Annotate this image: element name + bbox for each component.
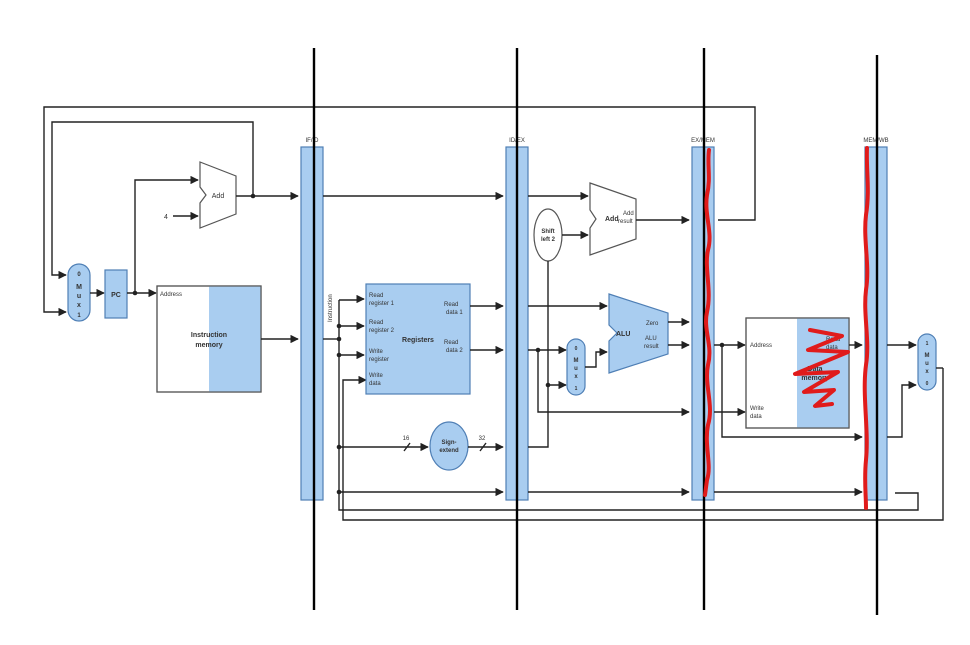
data-memory-address-label: Address (750, 343, 772, 349)
red-annotations (703, 146, 870, 510)
data-memory-read-data-label-b: data (826, 345, 838, 351)
adder-branch-label: Add (605, 216, 619, 223)
mux-pc: 0 M u x 1 (67, 263, 91, 322)
red-line-mem-wb (862, 146, 870, 510)
mux-pc-label-u: u (77, 293, 81, 300)
mux-alu-label-u: u (574, 366, 578, 372)
read-register-1-label-a: Read (369, 293, 383, 299)
mux-wb-label-1: 1 (926, 341, 929, 347)
sixteen-bit-label: 16 (403, 436, 410, 442)
mux-wb-label-0: 0 (926, 381, 929, 387)
mux-alu-label-0: 0 (575, 346, 578, 352)
mux-pc-label-m: M (76, 284, 82, 291)
mux-pc-label-0: 0 (77, 272, 81, 278)
data-memory-label-b: memory (801, 375, 828, 382)
registers-title: Registers (402, 337, 434, 344)
data-memory-write-data-label-b: data (750, 414, 762, 420)
write-register-label-b: register (369, 357, 389, 363)
alu-zero-label: Zero (646, 321, 659, 327)
stage-divider-lines (312, 48, 879, 615)
const-four-label: 4 (164, 214, 168, 221)
write-register-label-a: Write (369, 349, 384, 355)
adder-pc-label: Add (212, 193, 225, 200)
mux-write-back: 1 M u x 0 (917, 333, 937, 391)
mux-pc-label-1: 1 (77, 313, 81, 319)
shift-left-2-unit: Shift left 2 (533, 208, 563, 262)
read-data-2-label-b: data 2 (446, 348, 463, 354)
sign-extend-label-a: Sign- (442, 440, 457, 446)
alu-label: ALU (616, 331, 630, 338)
read-data-1-label-a: Read (444, 302, 458, 308)
instruction-memory-label-2: memory (195, 342, 222, 349)
mux-alu-src: 0 M u x 1 (566, 338, 586, 396)
adder-branch: Add Add result (589, 182, 637, 256)
red-scribble-data-memory (793, 328, 850, 408)
instruction-memory: Address Instruction memory (156, 285, 262, 393)
register-write-data-label-b: data (369, 381, 381, 387)
if-id-label: IF/ID (306, 138, 320, 144)
shift-left-2-label-a: Shift (541, 229, 554, 235)
alu-result-label-a: ALU (645, 336, 657, 342)
red-line-ex-mem (703, 148, 712, 497)
adder-pc: Add (199, 161, 237, 229)
thirty-two-bit-label: 32 (479, 436, 486, 442)
mux-wb-label-u: u (925, 361, 929, 367)
add-result-label-b: result (618, 219, 633, 225)
instruction-bus (323, 294, 504, 497)
pc-register: PC (104, 269, 128, 319)
register-file: Read register 1 Read register 2 Write re… (365, 283, 471, 395)
data-memory-write-data-label-a: Write (750, 406, 765, 412)
feedback-wires (43, 106, 944, 521)
mux-alu-label-1: 1 (575, 386, 578, 392)
instruction-memory-label-1: Instruction (191, 332, 227, 339)
read-register-2-label-b: register 2 (369, 328, 395, 334)
mux-pc-label-x: x (77, 302, 81, 309)
mux-alu-label-x: x (574, 374, 578, 380)
read-register-2-label-a: Read (369, 320, 383, 326)
shift-left-2-label-b: left 2 (541, 237, 556, 243)
sign-extend-unit: Sign- extend (429, 421, 469, 471)
alu-result-label-b: result (644, 344, 659, 350)
read-data-1-label-b: data 1 (446, 310, 463, 316)
register-write-data-label-a: Write (369, 373, 384, 379)
mux-wb-label-m: M (925, 353, 930, 359)
instruction-bus-label: Instruction (328, 294, 334, 322)
read-register-1-label-b: register 1 (369, 301, 395, 307)
instruction-memory-address-label: Address (160, 292, 182, 298)
pc-label: PC (111, 292, 121, 299)
sign-extend-label-b: extend (439, 448, 459, 454)
alu-unit: ALU Zero ALU result (608, 293, 669, 374)
mux-alu-label-m: M (574, 358, 579, 364)
add-result-label-a: Add (623, 211, 634, 217)
mux-wb-label-x: x (925, 369, 929, 375)
pipeline-register-if-id: IF/ID (300, 138, 324, 501)
data-memory-label-a: Data (807, 366, 822, 373)
read-data-2-label-a: Read (444, 340, 458, 346)
